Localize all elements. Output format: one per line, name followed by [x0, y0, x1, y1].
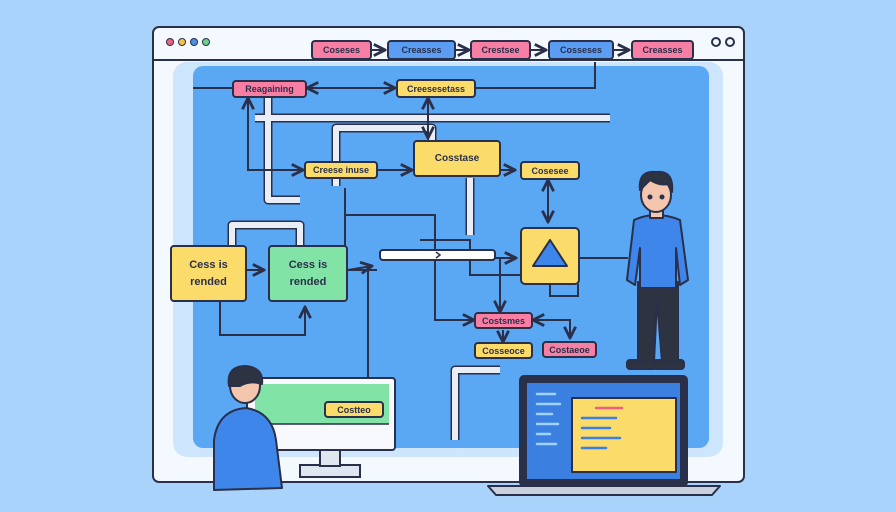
window-dot-icon[interactable]	[202, 38, 210, 46]
node-cosstase[interactable]: Cosstase	[413, 140, 501, 177]
window-dot-icon[interactable]	[166, 38, 174, 46]
top-bar-node[interactable]: Coseses	[311, 40, 372, 60]
top-bar-node[interactable]: Creasses	[631, 40, 694, 60]
node-cosseoce[interactable]: Cosseoce	[474, 342, 533, 359]
top-bar-node[interactable]: Crestsee	[470, 40, 531, 60]
window-dot-icon[interactable]	[178, 38, 186, 46]
laptop-code-lines	[535, 392, 624, 450]
chevron-right-icon	[435, 251, 442, 259]
window-dot-icon[interactable]	[190, 38, 198, 46]
window-control-icon[interactable]	[711, 37, 721, 47]
node-costaeoe[interactable]: Costaeoe	[542, 341, 597, 358]
laptop	[487, 375, 721, 496]
input-bar[interactable]	[379, 249, 496, 261]
node-cosesee[interactable]: Cosesee	[520, 161, 580, 180]
monitor-label[interactable]: Costteo	[324, 401, 384, 418]
node-cess-is-rended-green[interactable]: Cess is rended	[268, 245, 348, 302]
person-standing	[626, 170, 689, 370]
connector-lines	[193, 62, 628, 378]
person-at-monitor	[213, 365, 283, 491]
node-cess-is-rended-yellow[interactable]: Cess is rended	[170, 245, 247, 302]
triangle-icon	[532, 239, 568, 267]
window-control-icon[interactable]	[725, 37, 735, 47]
top-bar-node[interactable]: Cosseses	[548, 40, 614, 60]
top-bar-node[interactable]: Creasses	[387, 40, 456, 60]
node-costsmes[interactable]: Costsmes	[474, 312, 533, 329]
node-creesesetass[interactable]: Creesesetass	[396, 79, 476, 98]
node-creese-inuse[interactable]: Creese inuse	[304, 161, 378, 179]
node-reagaining[interactable]: Reagaining	[232, 80, 307, 98]
